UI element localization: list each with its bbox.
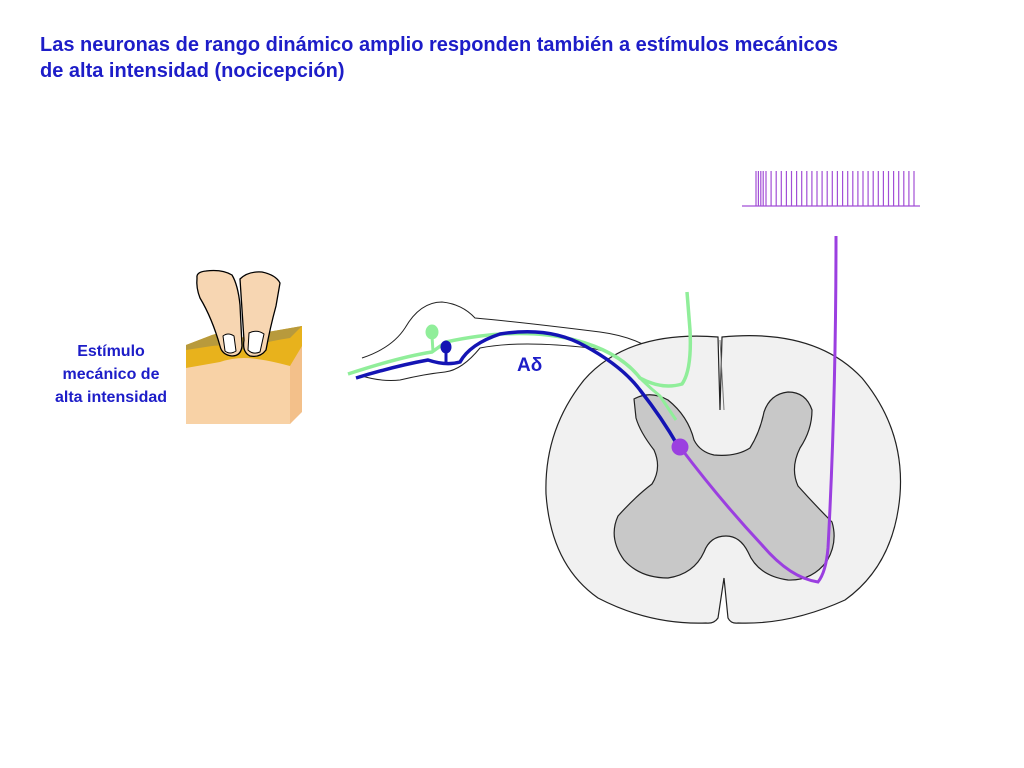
pinching-fingers-icon [196,269,281,358]
green-fiber-axon [347,291,693,388]
spinal-cord-section [545,335,902,624]
title-line-1: Las neuronas de rango dinámico amplio re… [40,34,838,56]
green-fiber [347,291,693,421]
stimulus-label-line-1: Estímulo [77,343,145,360]
stimulus-label-line-3: alta intensidad [54,389,168,406]
spike-train-recording [742,171,920,207]
projection-neuron-axon [678,235,838,584]
gray-matter [613,391,835,581]
green-fiber-cell-body [425,324,439,340]
adelta-fiber-cell-body [440,340,452,354]
left-fingernail [222,333,237,354]
projection-neuron-cell-body [671,438,689,456]
adelta-fiber-axon [355,329,680,447]
right-fingernail [247,330,265,354]
adelta-fiber [355,329,680,447]
title-line-2: de alta intensidad (nocicepción) [40,60,345,82]
stimulus-label-line-2: mecánico de [62,366,160,383]
adelta-fiber-label: Aδ [517,355,543,376]
stimulus-label: Estímulo mecánico de alta intensidad [36,340,186,409]
green-fiber-branch [638,376,678,421]
projection-neuron [671,235,838,584]
page-title: Las neuronas de rango dinámico amplio re… [40,32,1000,84]
dorsal-median-septum [719,339,725,411]
